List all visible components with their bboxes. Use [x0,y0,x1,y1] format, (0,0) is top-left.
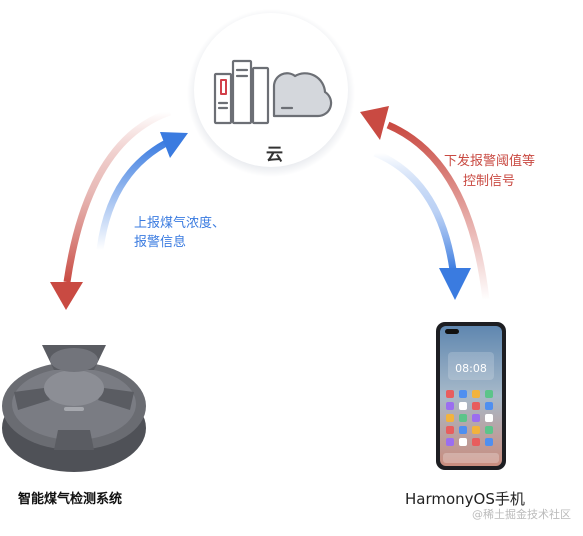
app-icon [485,390,493,398]
warning-down-arrow-shaft [63,108,172,283]
upload-label-line1: 上报煤气浓度、 [134,216,226,231]
app-icon [459,390,467,398]
harmonyos-phone: 08:08 [436,322,506,470]
download-arrow-shaft [386,121,490,301]
app-icon [472,414,480,422]
detector-rib [14,388,50,410]
app-icon [485,402,493,410]
detector-label: 智能煤气检测系统 [18,492,123,507]
phone-clock-widget [448,352,494,380]
app-icon [459,402,467,410]
app-icon [472,390,480,398]
phone-label: HarmonyOS手机 [405,490,525,508]
detector-sensor-dome [50,348,98,372]
app-icon [446,414,454,422]
cloud-label: 云 [266,145,283,165]
phone-clock: 08:08 [455,362,487,375]
download-arrow-head [360,106,389,140]
upload-label-line2: 报警信息 [134,235,187,250]
app-icon [472,426,480,434]
app-icon [446,390,454,398]
app-icon [459,414,467,422]
app-icon [485,426,493,434]
app-icon [459,426,467,434]
app-icon [446,426,454,434]
download-label-line1: 下发报警阈值等 [444,154,536,169]
watermark: @稀土掘金技术社区 [472,508,571,521]
phone-camera-icon [445,329,459,334]
warning-down-arrow-head [50,282,83,310]
detector-sensor-cap [44,370,104,406]
app-icon [472,438,480,446]
push-down-arrow-head [439,268,471,300]
cloud-node [187,9,355,177]
phone-app-grid [446,390,493,446]
download-label-line2: 控制信号 [463,174,516,189]
detector-rib [98,388,134,410]
push-down-arrow [373,149,471,300]
upload-arrow [96,132,188,251]
app-icon [485,414,493,422]
gas-detector-device [2,345,146,472]
app-icon [446,402,454,410]
app-icon [472,402,480,410]
server-cloud-icon [213,59,333,125]
upload-arrow-shaft [96,136,174,251]
detector-indicator [64,407,84,411]
cloud-node-circle [194,13,348,167]
download-arrow [360,106,490,301]
app-icon [446,438,454,446]
push-down-arrow-shaft [373,149,457,271]
warning-down-arrow [50,108,172,310]
phone-dock [443,453,499,463]
upload-arrow-head [160,132,188,158]
app-icon [485,438,493,446]
detector-rib [54,430,94,450]
app-icon [459,438,467,446]
